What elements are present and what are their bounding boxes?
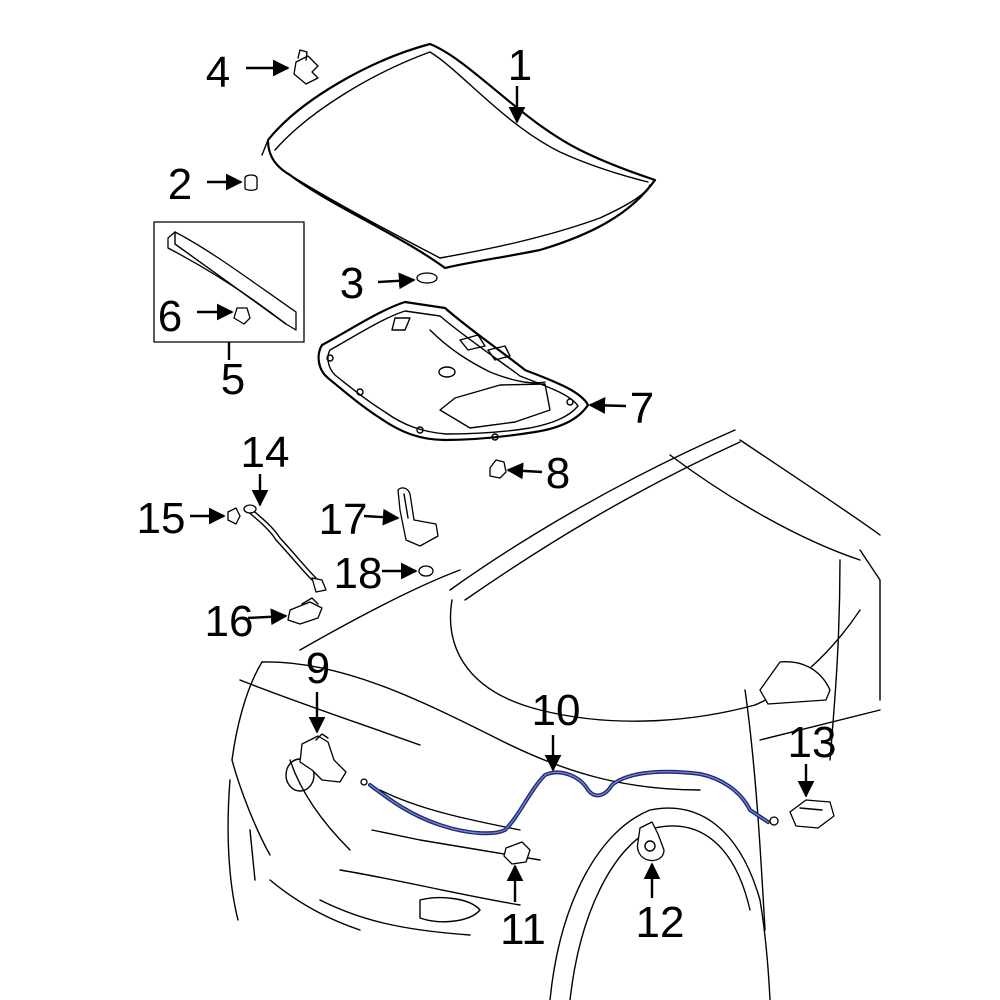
callout-5: 5 [221, 355, 245, 404]
callout-6: 6 [158, 292, 182, 341]
rod-holder [287, 597, 323, 625]
hood-cushion [244, 174, 258, 191]
hinge-ring [418, 565, 434, 577]
callout-7: 7 [630, 384, 654, 433]
callout-9: 9 [306, 644, 330, 693]
insulator-clip [489, 459, 507, 479]
callout-2: 2 [168, 160, 192, 209]
cable-clamp [503, 841, 531, 865]
release-handle [789, 799, 835, 829]
callout-14: 14 [241, 428, 290, 477]
clip-part [293, 49, 319, 85]
callout-18: 18 [334, 549, 383, 598]
seal-ring [416, 272, 438, 284]
arrow-16 [247, 608, 288, 626]
callout-12: 12 [636, 898, 685, 947]
leader-arrows [190, 59, 815, 902]
hood-lock [299, 733, 347, 783]
callout-labels: 1 2 3 4 5 6 7 8 9 10 11 12 13 14 15 16 1… [137, 41, 837, 954]
release-cable [360, 769, 779, 836]
hood-hinge [397, 487, 439, 547]
callout-15: 15 [137, 494, 186, 543]
callout-13: 13 [788, 718, 837, 767]
callout-8: 8 [546, 449, 570, 498]
callout-1: 1 [508, 41, 532, 90]
grommet [227, 507, 241, 525]
callout-3: 3 [340, 259, 364, 308]
arrow-17 [363, 508, 400, 526]
arrow-7 [588, 397, 627, 414]
prop-rod [243, 504, 327, 593]
hood-panel [261, 42, 657, 270]
arrow-3 [377, 272, 416, 290]
arrow-8 [506, 462, 543, 480]
callout-10: 10 [532, 686, 581, 735]
callout-16: 16 [205, 597, 254, 646]
callout-4: 4 [206, 48, 230, 97]
cable-grommet [636, 821, 665, 862]
bumper-part [233, 307, 251, 325]
hood-insulator [317, 300, 590, 442]
callout-11: 11 [500, 905, 546, 954]
callout-17: 17 [319, 495, 368, 544]
support-inset-box [153, 221, 305, 343]
